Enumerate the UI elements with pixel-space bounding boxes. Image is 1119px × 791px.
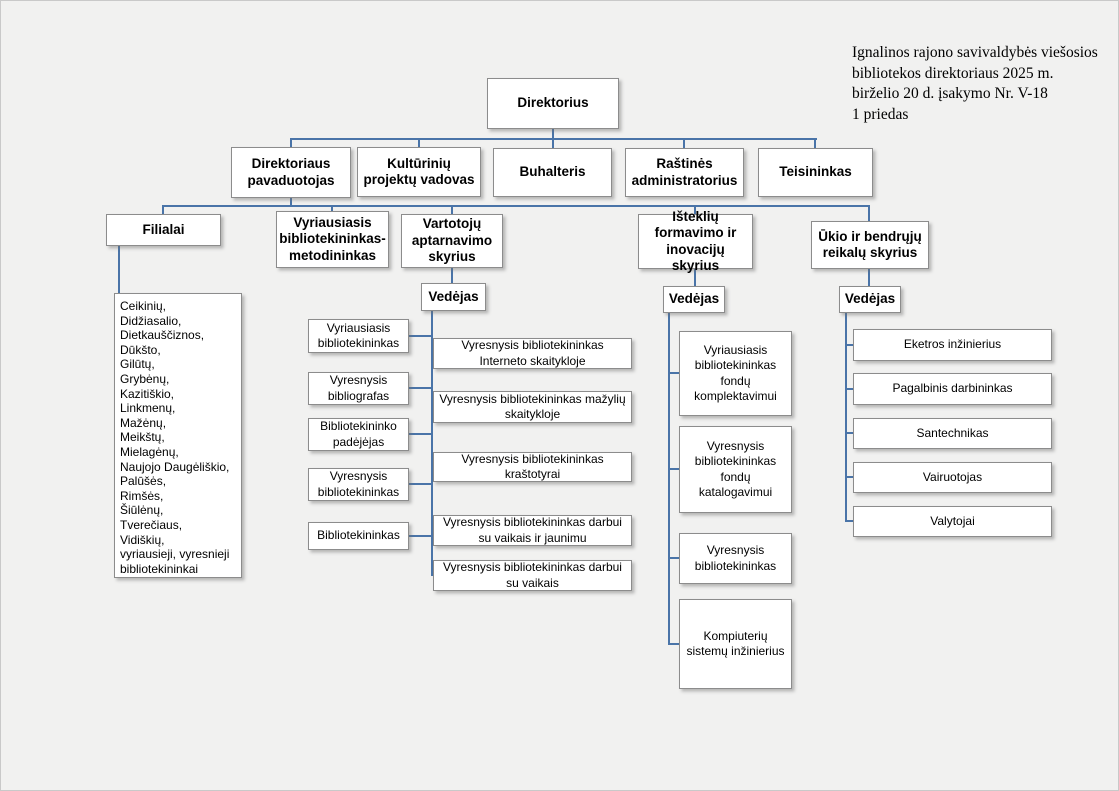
connector-vartotoju-vedejas <box>451 268 453 283</box>
connector-stub <box>668 557 679 559</box>
node-bibliotekininkas-mazyliu-skaitykloje: Vyresnysis bibliotekininkas mažylių skai… <box>433 391 632 423</box>
node-istekliu-skyrius: Išteklių formavimo ir inovacijų skyrius <box>638 209 753 273</box>
connector-stub <box>845 344 853 346</box>
connector-pavaduotojas-drop <box>290 198 292 207</box>
connector-stub <box>668 643 679 645</box>
connector-stub <box>409 387 431 389</box>
connector-stub <box>668 372 679 374</box>
node-fondu-katalogavimas: Vyresnysis bibliotekininkas fondų katalo… <box>679 426 792 513</box>
connector-drop-filialai <box>162 205 164 214</box>
filialai-list: Ceikinių, Didžiasalio, Dietkauščiznos, D… <box>114 293 242 578</box>
connector-level3-bus <box>162 205 870 207</box>
node-pagalbinis-darbininkas: Pagalbinis darbininkas <box>853 373 1052 405</box>
node-vyresnysis-bibliografas: Vyresnysis bibliografas <box>308 372 409 405</box>
connector-stub <box>409 433 431 435</box>
node-bibliotekininkas-interneto-skaitykloje: Vyresnysis bibliotekininkas Interneto sk… <box>433 338 632 369</box>
connector-stub <box>845 388 853 390</box>
node-kompiuteriu-sistemu-inzinierius: Kompiuterių sistemų inžinierius <box>679 599 792 689</box>
connector-istekliu-spine <box>668 313 670 645</box>
node-vyresnysis-bibliotekininkas: Vyresnysis bibliotekininkas <box>308 468 409 501</box>
node-rastines-administratorius: Raštinės administratorius <box>625 148 744 197</box>
connector-drop-buhalteris <box>552 138 554 148</box>
connector-stub <box>409 483 431 485</box>
node-direktorius: Direktorius <box>487 78 619 129</box>
node-elektros-inzinierius: Eketros inžinierius <box>853 329 1052 361</box>
connector-stub <box>845 476 853 478</box>
node-metodininkas: Vyriausiasis bibliotekininkas-metodinink… <box>276 211 389 268</box>
node-filialai: Filialai <box>106 214 221 246</box>
node-vedejas-ukio: Vedėjas <box>839 286 901 313</box>
connector-drop-metodininkas <box>331 205 333 211</box>
node-buhalteris: Buhalteris <box>493 148 612 197</box>
connector-stub <box>845 520 853 522</box>
connector-vartotoju-spine <box>431 311 433 576</box>
connector-stub <box>409 335 431 337</box>
node-bibliotekininkas: Bibliotekininkas <box>308 522 409 550</box>
connector-stub <box>668 468 679 470</box>
node-vartotoju-skyrius: Vartotojų aptarnavimo skyrius <box>401 214 503 268</box>
node-valytojai: Valytojai <box>853 506 1052 537</box>
node-vedejas-vartotoju: Vedėjas <box>421 283 486 311</box>
connector-direktorius-drop <box>552 129 554 139</box>
connector-stub <box>409 535 431 537</box>
node-teisininkas: Teisininkas <box>758 148 873 197</box>
node-vyriausiasis-bibliotekininkas: Vyriausiasis bibliotekininkas <box>308 319 409 353</box>
node-fondu-komplektavimas: Vyriausiasis bibliotekininkas fondų komp… <box>679 331 792 416</box>
node-ukio-skyrius: Ūkio ir bendrųjų reikalų skyrius <box>811 221 929 269</box>
connector-istekliu-vedejas <box>694 269 696 286</box>
connector-drop-istekliu <box>694 205 696 214</box>
connector-drop-rastines <box>683 138 685 148</box>
connector-filialai-list <box>118 246 120 293</box>
node-vedejas-istekliu: Vedėjas <box>663 286 725 313</box>
connector-drop-ukio <box>868 205 870 221</box>
connector-stub <box>845 432 853 434</box>
connector-ukio-vedejas <box>868 269 870 286</box>
node-kulturiniu-projektu-vadovas: Kultūrinių projektų vadovas <box>357 147 481 197</box>
node-bibliotekininko-padejejas: Bibliotekininko padėjėjas <box>308 418 409 451</box>
node-direktoriaus-pavaduotojas: Direktoriaus pavaduotojas <box>231 147 351 198</box>
document-annotation: Ignalinos rajono savivaldybės viešosios … <box>852 44 1098 123</box>
connector-ukio-spine <box>845 313 847 522</box>
node-bibliotekininkas-krastotyrai: Vyresnysis bibliotekininkas kraštotyrai <box>433 452 632 482</box>
connector-drop-teisininkas <box>814 138 816 148</box>
connector-drop-kulturiniu <box>418 138 420 147</box>
node-vairuotojas: Vairuotojas <box>853 462 1052 493</box>
node-bibliotekininkas-vaikai: Vyresnysis bibliotekininkas darbui su va… <box>433 560 632 591</box>
connector-drop-pavaduotojas <box>290 138 292 147</box>
node-bibliotekininkas-vaikai-jaunimas: Vyresnysis bibliotekininkas darbui su va… <box>433 515 632 546</box>
node-santechnikas: Santechnikas <box>853 418 1052 449</box>
node-vyresnysis-bibliotekininkas-istekliu: Vyresnysis bibliotekininkas <box>679 533 792 584</box>
connector-drop-vartotoju <box>451 205 453 214</box>
